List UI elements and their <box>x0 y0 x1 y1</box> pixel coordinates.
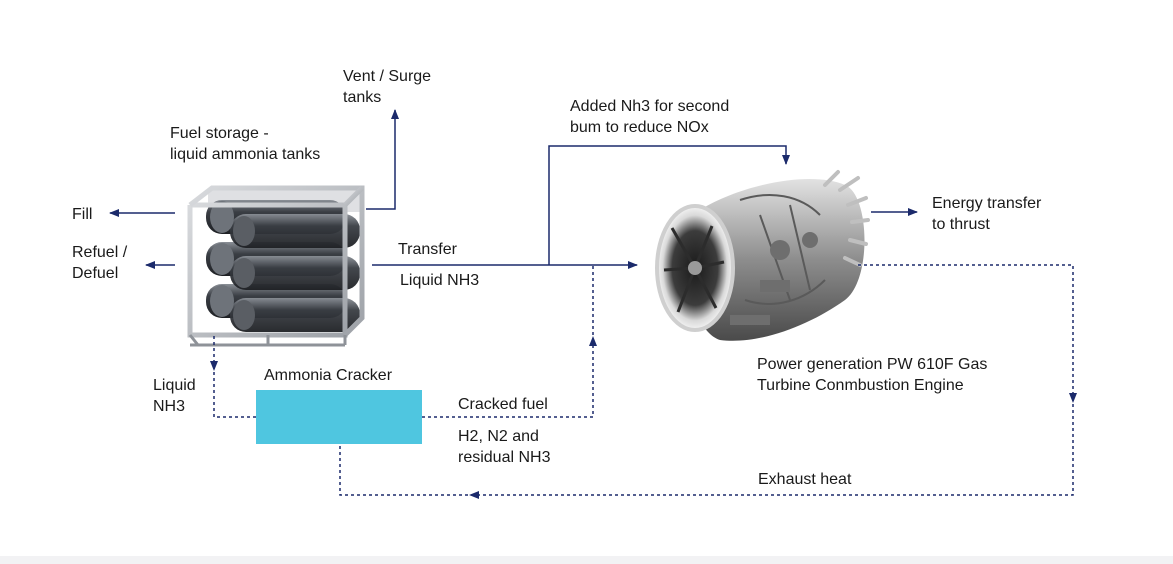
cracked-fuel-label: Cracked fuel <box>458 396 548 413</box>
transfer-label: Transfer <box>398 241 457 258</box>
exhaust-down-line <box>858 264 1077 403</box>
ammonia-tank-rack-icon <box>187 185 365 347</box>
liquid-nh3-feed-line <box>213 372 256 418</box>
footer-band <box>0 556 1173 564</box>
turbine-engine-icon <box>655 170 870 341</box>
added-nh3-arrow <box>548 145 790 265</box>
exhaust-return-line <box>469 404 1074 499</box>
exhaust-heat-label: Exhaust heat <box>758 471 852 488</box>
refuel-defuel-label: Refuel /Defuel <box>72 244 128 282</box>
ammonia-cracker-box <box>256 390 422 444</box>
ammonia-cracker-label: Ammonia Cracker <box>264 367 393 384</box>
cracked-fuel-line <box>422 336 597 418</box>
liquid-nh3-transfer-label: Liquid NH3 <box>400 272 480 289</box>
vent-surge-arrow <box>366 109 399 210</box>
fill-label: Fill <box>72 206 93 223</box>
exhaust-to-cracker-line <box>339 445 468 496</box>
fuel-storage-label: Fuel storage -liquid ammonia tanks <box>170 125 321 163</box>
